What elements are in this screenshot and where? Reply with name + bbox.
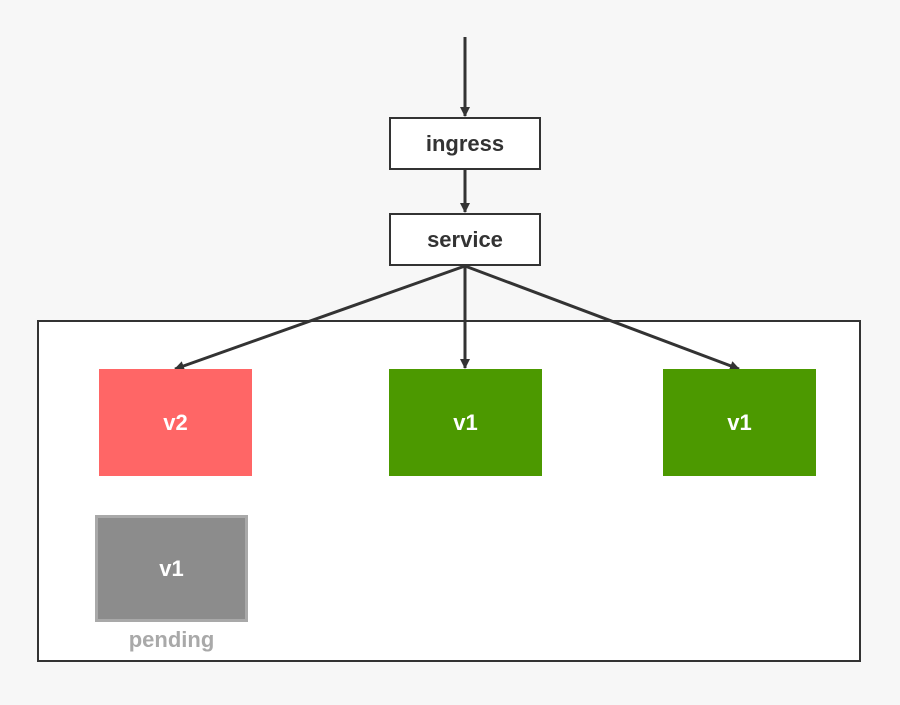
service-node: service xyxy=(389,213,541,266)
pod-v1-right: v1 xyxy=(663,369,816,476)
pod-v1-right-label: v1 xyxy=(727,409,752,435)
service-label: service xyxy=(427,226,503,252)
pod-v1-pending: v1 xyxy=(95,515,248,622)
pod-v2-label: v2 xyxy=(163,409,188,435)
pod-v1-pending-label: v1 xyxy=(159,555,184,581)
ingress-label: ingress xyxy=(425,130,505,156)
pod-v1-center-label: v1 xyxy=(453,409,478,435)
pod-v2: v2 xyxy=(99,369,252,476)
pending-status-label: pending xyxy=(128,627,215,652)
pod-v1-center: v1 xyxy=(389,369,542,476)
ingress-node: ingress xyxy=(389,117,541,170)
